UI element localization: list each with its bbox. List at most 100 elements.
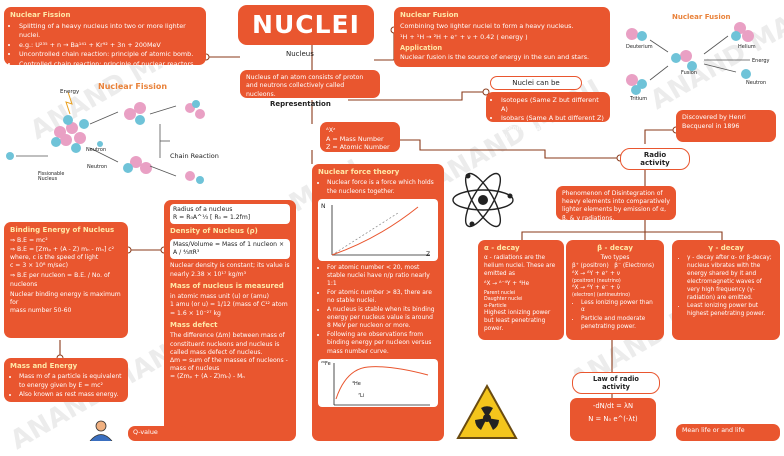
mass-defect-equation: = (Zmₚ + (A - Z)mₙ) - Mₙ (170, 373, 290, 381)
law-equation-box: -dN/dt = λN N = N₀ e^(-λt) (570, 398, 656, 441)
law-equation-1: -dN/dt = λN (576, 402, 650, 411)
mass-energy-heading: Mass and Energy (10, 362, 122, 371)
nuclei-can-be-pill: Nuclei can be (490, 76, 582, 90)
q-value-box: Q-value (128, 426, 188, 441)
binding-line: Nuclear binding energy is maximum for (10, 291, 122, 307)
radius-line: Radius of a nucleus (173, 206, 287, 214)
representation-box: ᴬXᶻ A = Mass Number Z = Atomic Number (320, 122, 400, 152)
energy-fusion-label: Energy (752, 58, 770, 64)
mass-defect-line: The difference (Δm) between mass of cons… (170, 332, 290, 357)
binding-line: mass number 50-60 (10, 307, 122, 315)
nuclear-fission-box: Nuclear Fission Splitting of a heavy nuc… (4, 7, 206, 65)
chain-reaction-label: Chain Reaction (170, 152, 219, 160)
alpha-decay-box: α - decay α - radiations are the helium … (478, 240, 564, 340)
nuclear-force-item: For atomic number < 20, most stable nucl… (327, 264, 438, 288)
mass-defect-line-2: Δm = sum of the masses of nucleons - mas… (170, 357, 290, 373)
fission-line: Uncontrolled chain reaction: principle o… (19, 50, 200, 59)
binding-energy-box: Binding Energy of Nucleus ⇒ B.E = mc² ⇒ … (4, 222, 128, 338)
fusion-equation: ¹H + ¹H → ²H + e⁺ + ν + 0.42 ( energy ) (400, 33, 604, 42)
mass-line: = 1.6 × 10⁻²⁷ kg (170, 310, 290, 318)
alpha-line-2: Highest ionizing power but least penetra… (484, 310, 558, 333)
beta-decay-heading: β - decay (572, 244, 658, 253)
mass-line: 1 amu (or u) = 1/12 (mass of C¹² atom (170, 301, 290, 309)
binding-line: where, c is the speed of light (10, 254, 122, 262)
beta-minus-label: β⁻ (Electrons) (614, 263, 654, 269)
radiation-mascot-icon (452, 382, 522, 441)
radius-density-box: Radius of a nucleus R = R₀A^⅓ [ R₀ = 1.2… (164, 200, 296, 441)
mass-energy-box: Mass and Energy Mass m of a particle is … (4, 358, 128, 402)
nuclear-force-box: Nuclear force theory Nuclear force is a … (312, 164, 444, 441)
application-line: Nuclear fusion is the source of energy i… (400, 53, 604, 62)
beta-line: Particle and moderate penetrating power. (581, 316, 658, 332)
density-equation: Mass/Volume = Mass of 1 nucleon × A / ⁴⁄… (170, 239, 290, 259)
deuterium-label: Deuterium (626, 44, 653, 50)
alpha-line: α - radiations are the helium nuclei. Th… (484, 255, 558, 278)
beta-plus-equation: ᴬX → ᴬY + e⁺ + ν (572, 271, 658, 279)
radius-equation: R = R₀A^⅓ [ R₀ = 1.2fm] (173, 214, 287, 222)
isotopes-line: Isotopes (Same Z but different A) (501, 96, 604, 113)
binding-line: c = 3 × 10⁸ m/sec) (10, 262, 122, 270)
gamma-line: Least ionizing power but highest penetra… (687, 303, 774, 319)
electron-label: (electron) (572, 293, 595, 298)
energy-label: Energy (60, 89, 79, 95)
graph-fe-label: ²⁶Fe (321, 361, 331, 368)
phenomenon-box: Phenomenon of Disintegration of heavy el… (556, 186, 676, 220)
gamma-decay-heading: γ - decay (678, 244, 774, 253)
gamma-line: γ - decay after α- or β-decay; nucleus v… (687, 255, 774, 302)
representation-label: Representation (270, 100, 331, 108)
binding-equation-1: ⇒ B.E = mc² (10, 237, 122, 245)
mass-heading: Mass of nucleus is measured (170, 282, 290, 291)
radio-activity-pill: Radio activity (620, 148, 690, 170)
atomic-number-line: Z = Atomic Number (326, 143, 394, 152)
beta-line: Less ionizing power than α (581, 300, 658, 316)
mass-defect-heading: Mass defect (170, 321, 290, 330)
positron-label: (positron) (572, 279, 595, 284)
neutron-label: Neutron (86, 147, 106, 153)
fusion-line: Combining two lighter nuclei to form a h… (400, 22, 604, 31)
gamma-decay-box: γ - decay γ - decay after α- or β-decay;… (672, 240, 780, 340)
binding-curve-graph: ²⁶Fe ⁴He ⁷Li (318, 359, 438, 407)
page-title: NUCLEI (238, 5, 374, 45)
alpha-equation: ᴬX → ᴬ⁻⁴Y + ⁴He (484, 281, 558, 289)
mean-life-box: Mean life or and life (676, 424, 780, 441)
binding-equation-2: ⇒ B.E = [Zmₚ + (A - Z) mₙ - mₙ] c² (10, 246, 122, 254)
nuclear-force-item: For atomic number > 83, there are no sta… (327, 289, 438, 305)
beta-plus-label: β⁺ (positron) (572, 263, 609, 269)
beta-minus-equation: ᴬX → ᴬY + e⁻ + ν̄ (572, 285, 658, 293)
nuclear-force-line: Nuclear force is a force which holds the… (327, 179, 438, 195)
isotopes-box: Isotopes (Same Z but different A) Isobar… (486, 92, 610, 122)
tritium-label: Tritium (630, 96, 647, 102)
graph-z-label: Z (426, 251, 430, 259)
nucleus-definition-box: Nucleus of an atom consists of proton an… (240, 70, 380, 98)
graph-n-label: N (321, 203, 326, 211)
np-ratio-graph: N Z (318, 199, 438, 261)
mass-energy-line: Also known as rest mass energy. (19, 391, 122, 399)
antineutrino-label: (antineutrino) (597, 293, 630, 298)
neutron-fusion-label: Neutron (746, 80, 766, 86)
fission-line: Controlled chain reaction: principle of … (19, 60, 200, 69)
mass-line: in atomic mass unit (u) or (amu) (170, 293, 290, 301)
fission-line: Splitting of a heavy nucleus into two or… (19, 22, 200, 39)
beta-decay-box: β - decay Two types β⁺ (positron) β⁻ (El… (566, 240, 664, 340)
mass-energy-line: Mass m of a particle is equivalent to en… (19, 373, 122, 389)
neutron-label-2: Neutron (87, 164, 107, 170)
graph-he-label: ⁴He (352, 381, 361, 388)
person-icon (86, 420, 116, 441)
atom-icon (448, 170, 518, 230)
nuclear-force-item: Following are observations from binding … (327, 331, 438, 355)
isobars-line: Isobars (Same A but different Z) (501, 114, 604, 123)
fission-illustration (0, 84, 240, 194)
alpha-decay-heading: α - decay (484, 244, 558, 253)
law-radioactivity-pill: Law of radio activity (572, 372, 660, 394)
isotones-line: Isotones (Same N but different Z) (501, 124, 604, 141)
nuclear-force-heading: Nuclear force theory (318, 168, 438, 177)
fusion-label: Fusion (681, 70, 697, 76)
nuclear-fusion-heading: Nuclear Fusion (400, 11, 604, 20)
neutrino-label: (neutrino) (597, 279, 621, 284)
mass-number-line: A = Mass Number (326, 135, 394, 144)
application-heading: Application (400, 44, 604, 53)
binding-equation-3: ⇒ B.E per nucleon = B.E. / No. of nucleo… (10, 272, 122, 288)
nuclear-fusion-box: Nuclear Fusion Combining two lighter nuc… (394, 7, 610, 67)
nuclear-fission-heading: Nuclear Fission (10, 11, 200, 20)
nucleus-label: Nucleus (286, 50, 314, 58)
